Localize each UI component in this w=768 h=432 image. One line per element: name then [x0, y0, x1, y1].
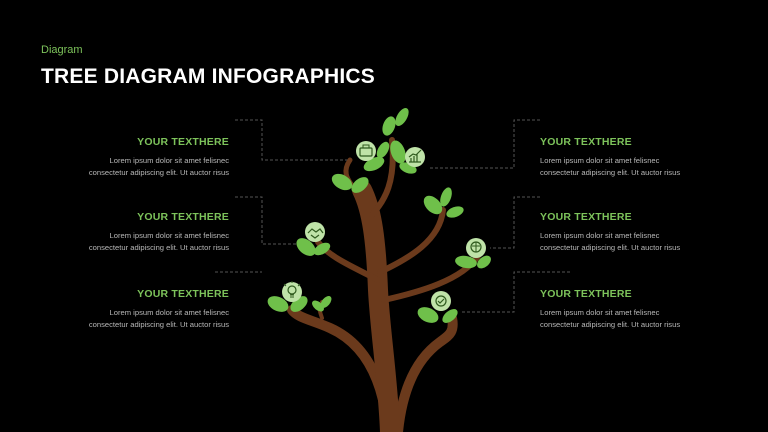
connector-lines: [215, 119, 570, 313]
text-block-right-top: YOUR TEXTHERE Lorem ipsum dolor sit amet…: [540, 136, 690, 178]
leaves: [267, 107, 491, 323]
leaf: [423, 195, 443, 215]
block-heading: YOUR TEXTHERE: [540, 288, 632, 300]
block-body: Lorem ipsum dolor sit amet felisnec cons…: [79, 155, 229, 178]
icon-handshake: [305, 222, 325, 242]
leaf: [331, 173, 353, 191]
lightbulb-icon-bulb: [287, 285, 297, 295]
leaf: [376, 141, 390, 159]
briefcase-icon-handle: [362, 144, 370, 149]
block-body-line: Lorem ipsum dolor sit amet felisnec: [540, 308, 660, 317]
connector-left-middle: [235, 196, 300, 245]
icon-brain: [466, 238, 486, 258]
block-body-line: Lorem ipsum dolor sit amet felisnec: [109, 308, 229, 317]
icon-target-check: [431, 291, 451, 311]
leaf: [417, 307, 439, 323]
block-heading: YOUR TEXTHERE: [540, 211, 632, 223]
text-block-right-middle: YOUR TEXTHERE Lorem ipsum dolor sit amet…: [540, 211, 690, 253]
block-body-line: consectetur adipiscing elit. Ut auctor r…: [88, 167, 229, 177]
text-block-left-bottom: YOUR TEXTHERE Lorem ipsum dolor sit amet…: [79, 288, 229, 330]
leaf: [442, 309, 458, 323]
leaf: [313, 242, 331, 256]
block-body-line: consectetur adipiscing elit. Ut auctor r…: [88, 319, 229, 329]
block-body-line: Lorem ipsum dolor sit amet felisnec: [109, 231, 229, 240]
handshake-icon: [305, 222, 325, 242]
block-body-line: consectetur adipiscing elit. Ut auctor r…: [540, 242, 681, 252]
leaf: [382, 116, 396, 136]
block-body-line: consectetur adipiscing elit. Ut auctor r…: [540, 167, 681, 177]
block-body-line: Lorem ipsum dolor sit amet felisnec: [540, 231, 660, 240]
icon-lightbulb: [282, 281, 302, 302]
connector-left-top: [235, 119, 352, 161]
leaf: [351, 177, 369, 193]
target-check-icon-ring: [435, 295, 447, 307]
tree-trunk: [287, 137, 481, 432]
leaf: [312, 300, 324, 312]
target-check-icon-check: [437, 298, 445, 304]
block-heading: YOUR TEXTHERE: [137, 136, 229, 148]
leaf: [455, 255, 477, 269]
block-body: Lorem ipsum dolor sit amet felisnec cons…: [540, 230, 690, 253]
connector-right-top: [430, 119, 540, 169]
leaf: [395, 107, 409, 127]
target-check-icon: [431, 291, 451, 311]
block-body: Lorem ipsum dolor sit amet felisnec cons…: [540, 155, 690, 178]
growth-chart-icon: [405, 147, 425, 167]
text-block-left-top: YOUR TEXTHERE Lorem ipsum dolor sit amet…: [79, 136, 229, 178]
lightbulb-icon-rays: [283, 281, 301, 298]
leaf: [267, 296, 289, 312]
connector-right-middle: [490, 196, 540, 249]
block-body-line: consectetur adipiscing elit. Ut auctor r…: [540, 319, 681, 329]
leaf: [440, 187, 452, 207]
slide-title: TREE DIAGRAM INFOGRAPHICS: [41, 65, 376, 88]
branch-right-upper: [377, 207, 446, 275]
brain-icon-lines: [472, 242, 480, 252]
block-heading: YOUR TEXTHERE: [540, 136, 632, 148]
leaf: [390, 140, 406, 164]
block-body-line: Lorem ipsum dolor sit amet felisnec: [109, 156, 229, 165]
leaf: [320, 296, 332, 308]
block-body: Lorem ipsum dolor sit amet felisnec cons…: [540, 307, 690, 330]
text-block-left-middle: YOUR TEXTHERE Lorem ipsum dolor sit amet…: [79, 211, 229, 253]
block-body: Lorem ipsum dolor sit amet felisnec cons…: [79, 307, 229, 330]
branch-lower-right: [393, 313, 458, 432]
trunk-main: [352, 180, 400, 432]
briefcase-icon: [356, 141, 376, 161]
handshake-icon-lines: [307, 228, 324, 239]
block-body-line: Lorem ipsum dolor sit amet felisnec: [540, 156, 660, 165]
slide-eyebrow: Diagram: [41, 44, 83, 56]
block-body: Lorem ipsum dolor sit amet felisnec cons…: [79, 230, 229, 253]
icon-briefcase: [356, 141, 376, 161]
block-heading: YOUR TEXTHERE: [137, 288, 229, 300]
leaf: [477, 255, 491, 269]
icon-growth-chart: [405, 147, 425, 167]
block-heading: YOUR TEXTHERE: [137, 211, 229, 223]
text-block-right-bottom: YOUR TEXTHERE Lorem ipsum dolor sit amet…: [540, 288, 690, 330]
leaf: [446, 206, 464, 218]
connector-right-bottom: [460, 271, 570, 313]
lightbulb-icon: [282, 282, 302, 302]
growth-chart-icon-lines: [408, 149, 422, 163]
block-body-line: consectetur adipiscing elit. Ut auctor r…: [88, 242, 229, 252]
leaf: [296, 238, 316, 256]
